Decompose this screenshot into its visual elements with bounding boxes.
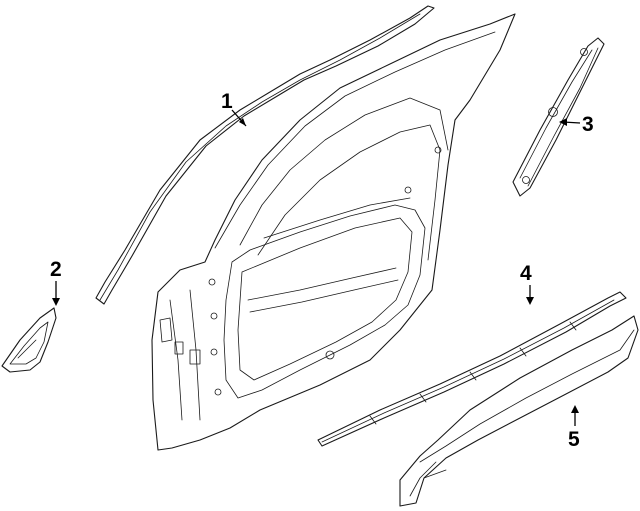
door-shell [151,13,516,451]
callout-1: 1 [221,90,247,127]
part-4-belt-molding [317,291,627,447]
svg-text:1: 1 [221,90,233,113]
svg-text:4: 4 [520,262,532,285]
callout-4: 4 [520,262,534,305]
part-3-pillar-applique [512,37,605,197]
svg-text:3: 3 [582,113,594,136]
callout-5: 5 [568,405,580,451]
svg-text:2: 2 [50,258,62,281]
part-2-corner-trim [1,307,57,373]
callout-3: 3 [559,113,594,136]
svg-text:5: 5 [568,428,580,451]
part-1-upper-frame-molding [95,5,435,305]
callout-2: 2 [50,258,62,306]
part-5-lower-molding [399,315,639,507]
